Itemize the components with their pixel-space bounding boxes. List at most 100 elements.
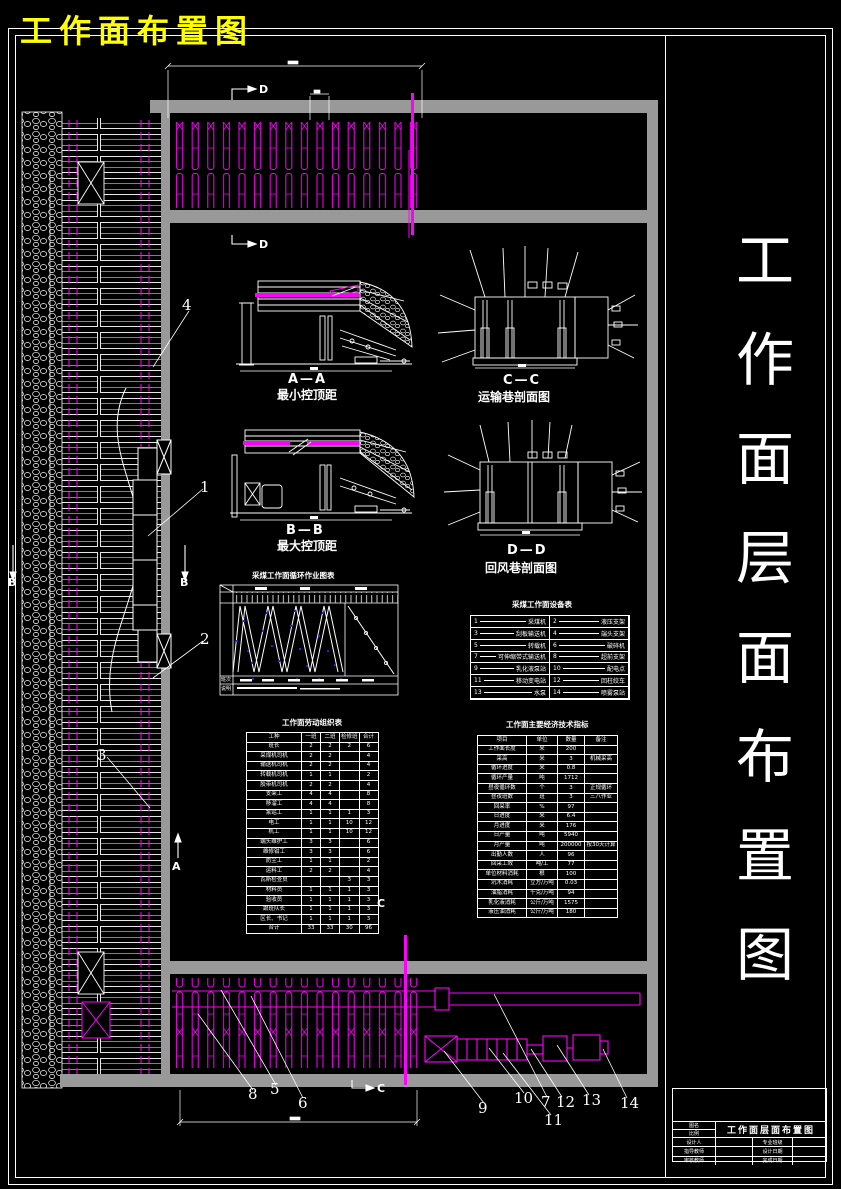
equipment-train <box>172 987 641 1063</box>
side-title-char: 作 <box>735 326 794 395</box>
equipment-no: 3 <box>474 629 478 637</box>
callout-11: 11 <box>544 1111 564 1129</box>
plan-view <box>21 111 172 1089</box>
legend-leader-line <box>558 644 605 646</box>
table-header-row: 项目单位数量备注 <box>477 735 618 746</box>
callout-9: 9 <box>478 1099 488 1117</box>
equipment-name: 采煤机 <box>527 618 546 626</box>
section-dd-caption: 回风巷剖面图 <box>485 561 558 575</box>
callout-5: 5 <box>270 1080 280 1098</box>
equipment-no: 9 <box>474 665 478 673</box>
equipment-no: 10 <box>553 665 561 673</box>
table-row: 回采率%97 <box>477 802 618 813</box>
shift-bars <box>237 679 374 690</box>
equipment-table-title: 采煤工作面设备表 <box>512 600 572 609</box>
title-block-drawing-title: 工作面层面布置图 <box>726 1126 815 1136</box>
equipment-no: 14 <box>553 689 561 697</box>
side-title-char: 图 <box>735 920 794 989</box>
side-title-char: 置 <box>735 821 794 890</box>
bottom-roadway-props <box>174 978 422 1068</box>
section-cc-label: C—C <box>503 373 542 388</box>
equipment-name: 移动变电站 <box>515 678 546 686</box>
section-cc-caption: 运输巷剖面图 <box>478 390 551 404</box>
side-title-char: 布 <box>735 722 794 791</box>
section-cc-drawing <box>437 246 638 369</box>
legend-leader-line <box>479 620 526 622</box>
cut-letter-d-bottom: D <box>259 238 269 251</box>
goaf-hatch <box>21 111 63 1089</box>
shearer <box>109 387 172 713</box>
equipment-no: 4 <box>553 629 557 637</box>
cut-letter-d-top: D <box>259 83 269 96</box>
section-dd-label: D—D <box>507 543 548 558</box>
table-header-row: 工种一班二班检修班合计 <box>246 732 379 743</box>
legend-leader-line <box>483 692 532 694</box>
equipment-no: 5 <box>474 641 478 649</box>
equipment-name: 液压支架 <box>600 618 625 626</box>
cycle-chart-row-shift-label: 班次 <box>221 677 232 683</box>
equipment-no: 13 <box>474 689 482 697</box>
callout-12: 12 <box>556 1093 576 1111</box>
equipment-name: 转载机 <box>527 642 546 650</box>
equipment-item: 8 超前支架 <box>550 651 629 664</box>
cut-letter-c-top: C <box>377 897 386 910</box>
equipment-no: 12 <box>553 677 561 685</box>
cycle-chart-title: 采煤工作面循环作业图表 <box>252 571 335 580</box>
section-aa-caption: 最小控顶距 <box>277 388 338 402</box>
page-title: 工作面布置图 <box>20 12 255 50</box>
labor-table-title: 工作面劳动组织表 <box>282 718 342 727</box>
equipment-name: 破碎机 <box>606 642 625 650</box>
side-title-char: 层 <box>735 524 794 593</box>
callout-14: 14 <box>620 1094 640 1112</box>
legend-leader-line <box>479 632 514 634</box>
inner-border <box>15 35 826 1178</box>
dimensions <box>164 60 426 1126</box>
callout-13: 13 <box>582 1091 602 1109</box>
equipment-item: 4 端头支架 <box>550 627 629 640</box>
section-aa-label: A—A <box>288 372 328 387</box>
section-bb-drawing <box>230 429 415 521</box>
equipment-item: 5 转载机 <box>471 639 550 652</box>
callout-4: 4 <box>182 296 192 314</box>
equipment-name: 可伸缩带式输送机 <box>497 654 546 662</box>
legend-leader-line <box>562 692 599 694</box>
section-dd-drawing <box>443 420 642 536</box>
equipment-name: 配电点 <box>606 666 625 674</box>
reviewer-value <box>716 1156 753 1165</box>
drawing-name-label: 图名 <box>673 1122 715 1130</box>
scale-label: 比例 <box>688 1131 699 1137</box>
equipment-name: 回柱绞车 <box>600 678 625 686</box>
equipment-no: 8 <box>553 653 557 661</box>
bottom-roadway-lower-wall <box>60 1074 658 1087</box>
legend-leader-line <box>558 656 599 658</box>
top-roadway-upper-wall <box>150 100 658 113</box>
callout-10: 10 <box>514 1089 534 1107</box>
equipment-name: 端头支架 <box>600 630 625 638</box>
equipment-name: 超前支架 <box>600 654 625 662</box>
